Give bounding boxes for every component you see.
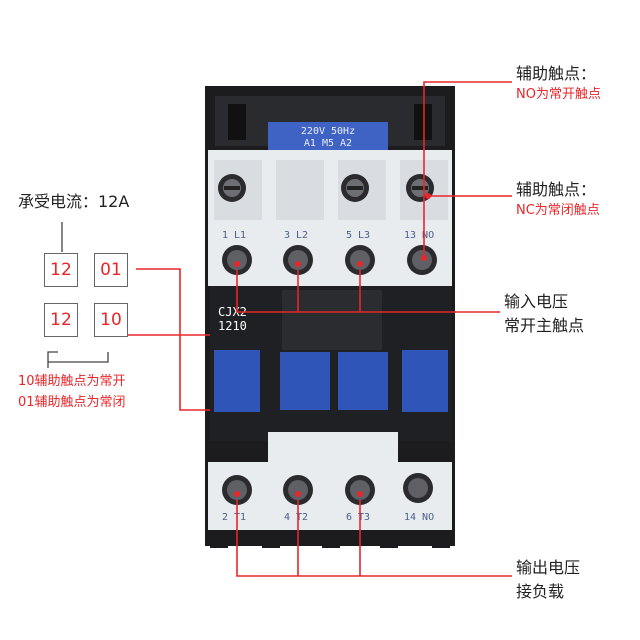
terminal-screw-t1 <box>222 475 252 505</box>
terminal-label-13no: 13 NO <box>404 230 435 241</box>
blue-indicator-center-left <box>280 352 330 410</box>
aux-no-title: 辅助触点： <box>516 64 597 83</box>
blue-indicator-left <box>214 350 260 412</box>
top-aux-screw-b <box>341 174 369 202</box>
model-line2: 1210 <box>218 319 247 333</box>
code-box-bottom-right: 10 <box>94 303 128 337</box>
input-voltage-label: 输入电压 <box>504 292 569 311</box>
code-box-bottom-left: 12 <box>44 303 78 337</box>
code-box-top-right: 01 <box>94 253 128 287</box>
coil-plate-line2: A1 M5 A2 <box>268 138 388 149</box>
model-line1: CJX2 <box>218 305 247 319</box>
blue-indicator-center-right <box>338 352 388 410</box>
terminal-screw-14no <box>403 473 433 503</box>
callout-output <box>236 500 512 577</box>
terminal-label-t1: 2 T1 <box>222 512 247 523</box>
terminal-label-14no: 14 NO <box>404 512 435 523</box>
aux-no-subtitle: NO为常开触点 <box>516 87 601 102</box>
terminal-label-t3: 6 T3 <box>346 512 371 523</box>
terminal-screw-t2 <box>283 475 313 505</box>
terminal-screw-l1 <box>222 245 252 275</box>
legend-01-normally-closed: 01辅助触点为常闭 <box>18 395 126 410</box>
normally-open-main-contact-label: 常开主触点 <box>504 316 585 335</box>
terminal-screw-l3 <box>345 245 375 275</box>
rated-current-label: 承受电流：12A <box>18 192 130 211</box>
coil-plate-line1: 220V 50Hz <box>268 126 388 137</box>
legend-10-normally-open: 10辅助触点为常开 <box>18 374 126 389</box>
blue-indicator-right <box>402 350 448 412</box>
callout-code-01 <box>136 268 210 411</box>
aux-nc-title: 辅助触点： <box>516 180 597 199</box>
top-aux-screw-a <box>218 174 246 202</box>
connect-load-label: 接负载 <box>516 582 565 601</box>
aux-nc-subtitle: NC为常闭触点 <box>516 203 600 218</box>
terminal-label-l2: 3 L2 <box>284 230 309 241</box>
terminal-screw-l2 <box>283 245 313 275</box>
terminal-label-l3: 5 L3 <box>346 230 371 241</box>
terminal-screw-t3 <box>345 475 375 505</box>
callout-aux-no <box>423 81 512 258</box>
callout-input <box>236 270 458 313</box>
output-voltage-label: 输出电压 <box>516 558 581 577</box>
terminal-label-l1: 1 L1 <box>222 230 247 241</box>
code-box-top-left: 12 <box>44 253 78 287</box>
terminal-label-t2: 4 T2 <box>284 512 309 523</box>
